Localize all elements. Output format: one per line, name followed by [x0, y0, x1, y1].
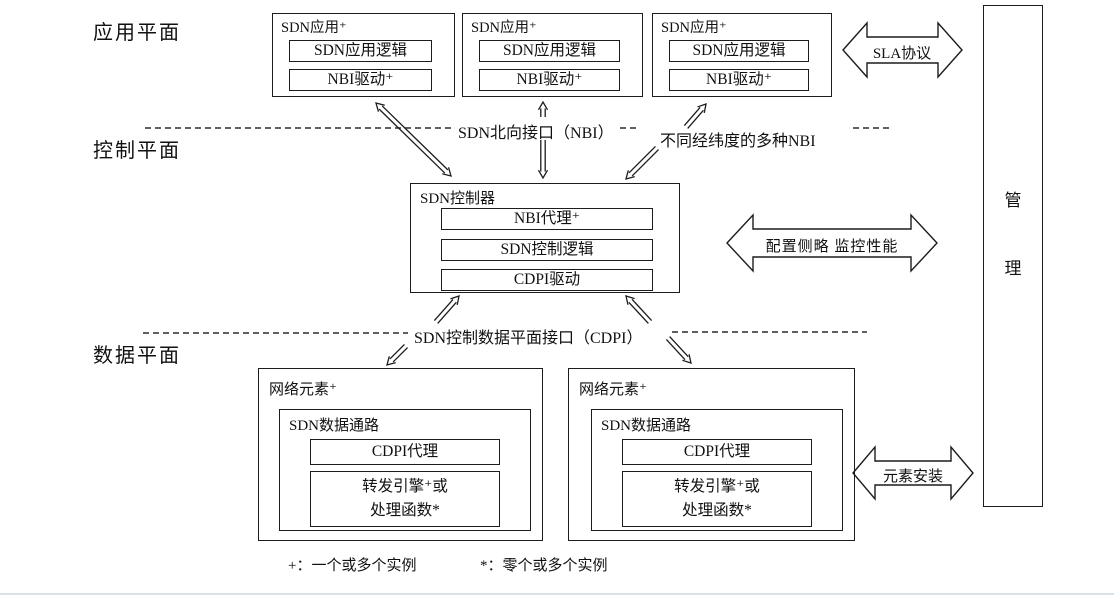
sdn-datapath-box: SDN数据通路 CDPI代理 转发引擎⁺或 处理函数*: [591, 409, 843, 531]
forwarding-engine-box: 转发引擎⁺或 处理函数*: [622, 471, 812, 527]
bottom-rule: [0, 593, 1114, 595]
sdn-datapath-box: SDN数据通路 CDPI代理 转发引擎⁺或 处理函数*: [279, 409, 531, 531]
nbi-driver-box: NBI驱动⁺: [289, 69, 432, 91]
management-box: 管 理: [983, 5, 1043, 507]
network-element-title: 网络元素⁺: [269, 382, 337, 398]
sdn-app-logic-box: SDN应用逻辑: [289, 40, 432, 62]
forwarding-engine-box: 转发引擎⁺或 处理函数*: [310, 471, 500, 527]
cdpi-interface-label: SDN控制数据平面接口（CDPI）: [414, 330, 643, 347]
legend-star-note: *：零个或多个实例: [480, 558, 608, 574]
network-element-box-2: 网络元素⁺ SDN数据通路 CDPI代理 转发引擎⁺或 处理函数*: [568, 368, 855, 541]
sdn-app-box-2: SDN应用⁺ SDN应用逻辑 NBI驱动⁺: [462, 13, 643, 97]
plane-label-data: 数据平面: [93, 345, 181, 367]
sdn-app-title: SDN应用⁺: [281, 20, 347, 36]
network-element-title: 网络元素⁺: [579, 382, 647, 398]
legend-plus-note: +：一个或多个实例: [288, 558, 417, 574]
sdn-app-title: SDN应用⁺: [661, 20, 727, 36]
management-char-2: 理: [1004, 259, 1022, 278]
control-logic-box: SDN控制逻辑: [441, 239, 653, 261]
management-char-1: 管: [1004, 191, 1022, 210]
forwarding-engine-line1: 转发引擎⁺或: [674, 477, 760, 495]
sdn-controller-box: SDN控制器 NBI代理⁺ SDN控制逻辑 CDPI驱动: [410, 183, 680, 293]
sdn-app-logic-box: SDN应用逻辑: [479, 40, 620, 62]
forwarding-engine-line2: 处理函数*: [370, 502, 440, 519]
sdn-app-box-1: SDN应用⁺ SDN应用逻辑 NBI驱动⁺: [272, 13, 455, 97]
sdn-app-title: SDN应用⁺: [471, 20, 537, 36]
sla-arrow-label: SLA协议: [872, 46, 932, 62]
cdpi-agent-box: CDPI代理: [622, 439, 812, 465]
nbi-note-label: 不同经纬度的多种NBI: [660, 133, 816, 150]
sdn-app-logic-box: SDN应用逻辑: [669, 40, 809, 62]
nbi-agent-box: NBI代理⁺: [441, 208, 653, 230]
element-install-arrow-label: 元素安装: [882, 469, 943, 485]
nbi-driver-box: NBI驱动⁺: [479, 69, 620, 91]
nbi-driver-box: NBI驱动⁺: [669, 69, 809, 91]
sdn-datapath-title: SDN数据通路: [289, 418, 380, 434]
forwarding-engine-line1: 转发引擎⁺或: [362, 477, 448, 495]
network-element-box-1: 网络元素⁺ SDN数据通路 CDPI代理 转发引擎⁺或 处理函数*: [258, 368, 543, 541]
cdpi-driver-box: CDPI驱动: [441, 269, 653, 291]
config-monitor-arrow-label: 配置侧略 监控性能: [765, 239, 899, 255]
plane-label-application: 应用平面: [93, 22, 181, 44]
nbi-interface-label: SDN北向接口（NBI）: [458, 125, 614, 142]
sdn-controller-title: SDN控制器: [420, 191, 496, 207]
plane-label-control: 控制平面: [93, 140, 181, 162]
cdpi-agent-box: CDPI代理: [310, 439, 500, 465]
forwarding-engine-line2: 处理函数*: [682, 502, 752, 519]
sdn-datapath-title: SDN数据通路: [601, 418, 692, 434]
sdn-app-box-3: SDN应用⁺ SDN应用逻辑 NBI驱动⁺: [652, 13, 832, 97]
